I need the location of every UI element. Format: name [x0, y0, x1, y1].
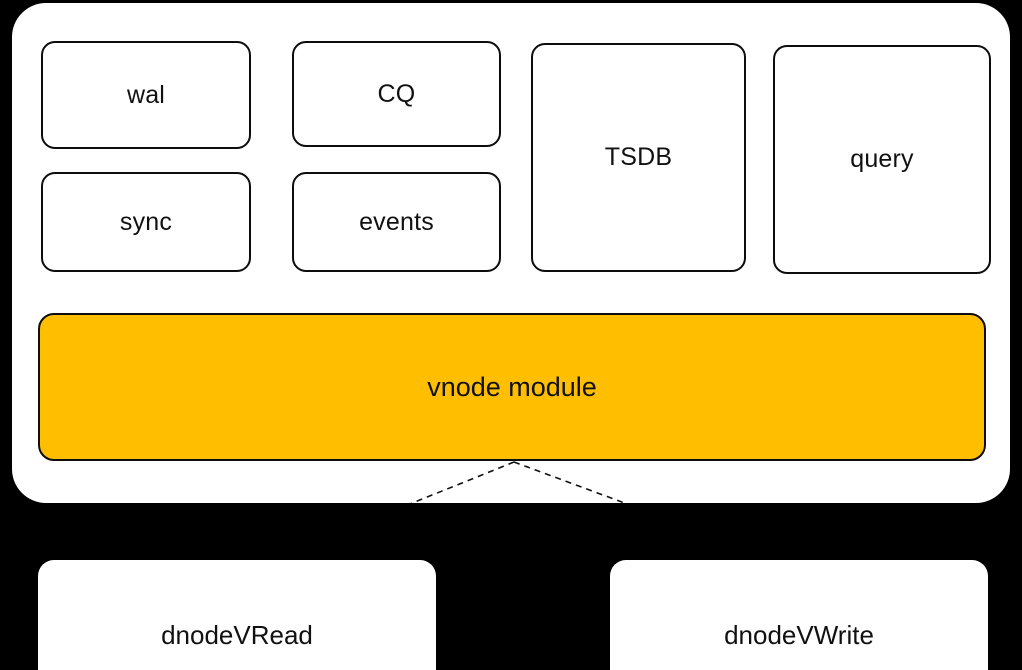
module-label-cq: CQ: [377, 79, 416, 108]
module-box-tsdb[interactable]: TSDB: [531, 43, 746, 272]
module-label-wal: wal: [126, 80, 166, 109]
dnode-vread-box[interactable]: dnodeVRead: [38, 560, 436, 670]
dnode-vwrite-label: dnodeVWrite: [724, 619, 874, 650]
module-box-events[interactable]: events: [292, 172, 501, 272]
vnode-module-label: vnode module: [427, 371, 597, 402]
module-label-query: query: [850, 145, 914, 173]
module-box-query[interactable]: query: [773, 45, 991, 274]
connector-line-to-dnode-vread: [410, 461, 515, 503]
dnode-vwrite-box[interactable]: dnodeVWrite: [610, 560, 988, 670]
dnode-vread-label: dnodeVRead: [161, 619, 313, 650]
module-label-events: events: [359, 207, 434, 236]
vnode-container-panel: wal CQ TSDB query sync events vnode modu…: [12, 3, 1010, 503]
module-box-wal[interactable]: wal: [41, 41, 251, 149]
module-box-sync[interactable]: sync: [41, 172, 251, 272]
connector-line-to-dnode-vwrite: [513, 461, 627, 503]
module-label-tsdb: TSDB: [604, 143, 673, 171]
vnode-module-bar[interactable]: vnode module: [38, 313, 986, 461]
module-label-sync: sync: [119, 207, 173, 236]
module-box-cq[interactable]: CQ: [292, 41, 501, 147]
